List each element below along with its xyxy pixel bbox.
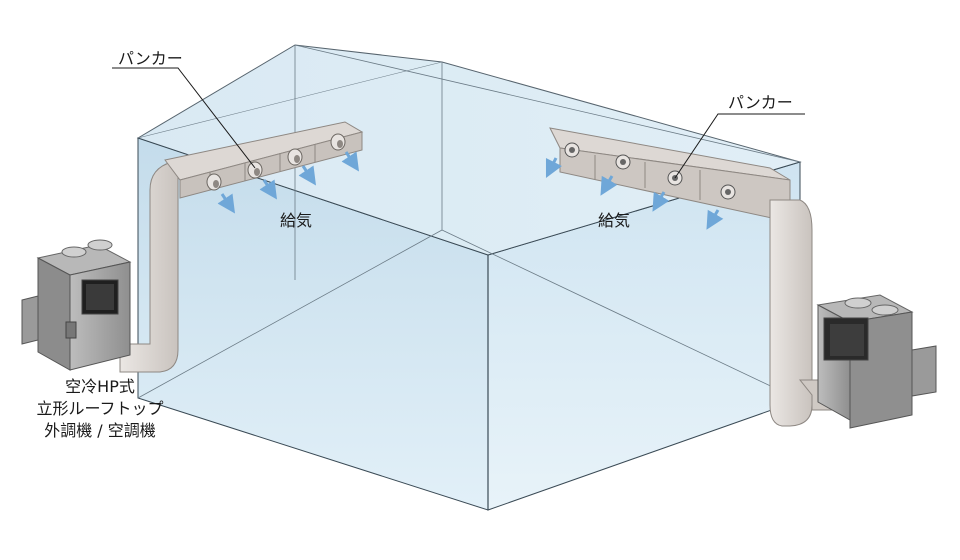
punkah-nozzle-icon bbox=[720, 184, 736, 200]
punkah-nozzles-right bbox=[564, 142, 736, 200]
leader-line-right bbox=[674, 113, 805, 179]
airflow-arrow-icon bbox=[217, 193, 235, 214]
punkah-nozzle-icon bbox=[564, 142, 580, 158]
unit-caption-line: 外調機 / 空調機 bbox=[44, 421, 156, 440]
airflow-arrows-left bbox=[217, 151, 359, 214]
punkah-nozzles-left bbox=[206, 133, 346, 191]
label-supply-right: 給気 bbox=[598, 211, 630, 230]
label-punkah-left: パンカー bbox=[118, 49, 183, 68]
punkah-nozzle-icon bbox=[330, 133, 346, 151]
punkah-nozzle-icon bbox=[615, 154, 631, 170]
punkah-nozzle-icon bbox=[206, 173, 222, 191]
label-supply-left: 給気 bbox=[280, 211, 312, 230]
airflow-arrow-icon bbox=[259, 179, 277, 200]
airflow-arrow-icon bbox=[341, 151, 359, 172]
label-punkah-right: パンカー bbox=[728, 93, 793, 112]
unit-caption-line: 立形ルーフトップ bbox=[36, 399, 164, 418]
leader-lines bbox=[112, 67, 805, 179]
airflow-arrow-icon bbox=[600, 175, 618, 196]
airflow-arrows-right bbox=[545, 157, 724, 230]
unit-caption-line: 空冷HP式 bbox=[65, 377, 135, 396]
punkah-nozzle-icon bbox=[287, 148, 303, 166]
airflow-arrow-icon bbox=[545, 157, 563, 179]
unit-caption: 空冷HP式 立形ルーフトップ 外調機 / 空調機 bbox=[20, 376, 180, 442]
duct-left bbox=[119, 121, 364, 373]
leader-line-left bbox=[112, 67, 256, 169]
airflow-arrow-icon bbox=[706, 209, 724, 230]
rooftop-unit-right bbox=[816, 294, 937, 429]
room-box bbox=[136, 44, 802, 511]
punkah-nozzle-icon bbox=[247, 161, 263, 179]
room-ceiling bbox=[136, 44, 802, 256]
airflow-arrow-icon bbox=[298, 165, 316, 186]
airflow-arrow-icon bbox=[652, 191, 670, 212]
rooftop-unit-left bbox=[21, 239, 132, 371]
